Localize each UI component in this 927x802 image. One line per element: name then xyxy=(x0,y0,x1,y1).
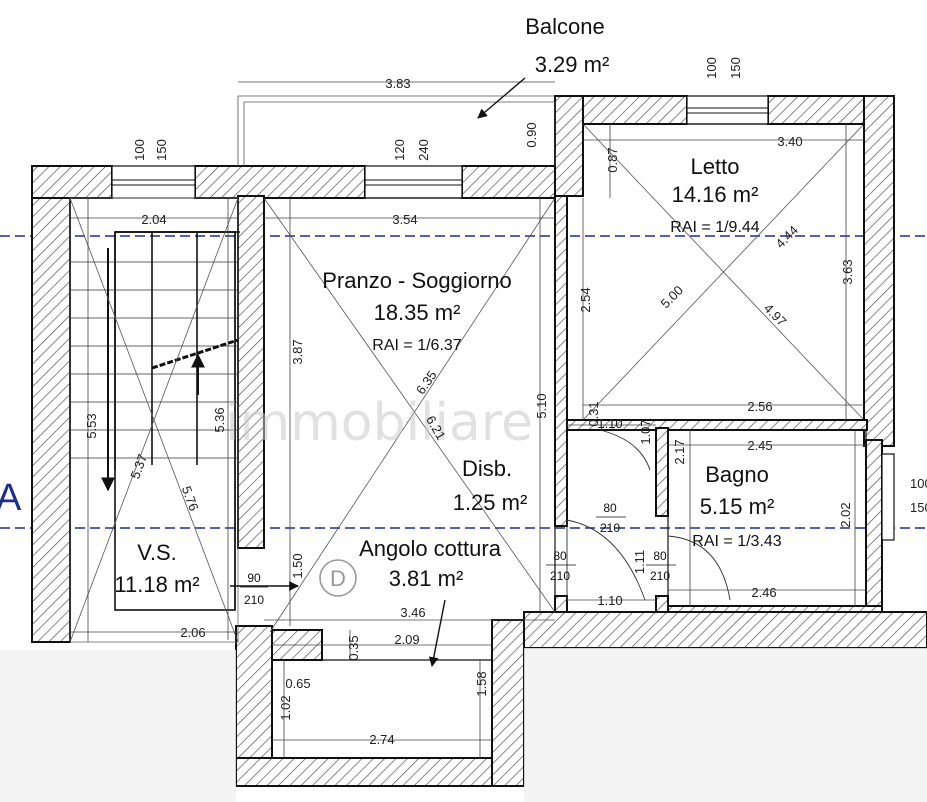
balcone-arrow xyxy=(477,77,526,119)
w3-top: 100 xyxy=(704,57,719,79)
w1-top: 100 xyxy=(132,139,147,161)
bagno-name: Bagno xyxy=(705,462,769,487)
windows xyxy=(111,95,895,541)
dim-110a: 1.10 xyxy=(597,416,622,431)
dim-383: 3.83 xyxy=(385,76,410,91)
dim-536: 5.36 xyxy=(212,407,227,432)
bagno-rai: RAI = 1/3.43 xyxy=(692,533,781,550)
letto-rai: RAI = 1/9.44 xyxy=(670,219,759,236)
bagno-area: 5.15 m² xyxy=(700,494,775,519)
door3-width: 80 xyxy=(653,549,667,563)
dim-537: 5.37 xyxy=(127,452,150,481)
axis-letter: A xyxy=(0,477,22,519)
dim-107: 1.07 xyxy=(638,419,653,444)
dim-553: 5.53 xyxy=(84,413,99,438)
door1-width: 80 xyxy=(603,501,617,515)
dim-510: 5.10 xyxy=(534,393,549,418)
dim-274: 2.74 xyxy=(369,732,394,747)
cottura-area: 3.81 m² xyxy=(389,566,464,591)
w2-bot: 240 xyxy=(416,139,431,161)
dim-254: 2.54 xyxy=(578,287,593,312)
dim-202: 2.02 xyxy=(838,502,853,527)
door4-width: 90 xyxy=(247,571,261,585)
dim-576: 5.76 xyxy=(179,484,202,513)
dim-256: 2.56 xyxy=(747,399,772,414)
w4-bot: 150 xyxy=(910,500,927,515)
watermark: immobiliare xyxy=(225,393,533,453)
vs-name: V.S. xyxy=(137,540,177,565)
door-labels: 80 210 80 210 80 210 90 210 xyxy=(240,501,676,607)
dim-206: 2.06 xyxy=(180,625,205,640)
dim-340: 3.40 xyxy=(777,134,802,149)
dim-497: 4.97 xyxy=(761,301,790,330)
dim-158: 1.58 xyxy=(474,671,489,696)
dim-387: 3.87 xyxy=(290,339,305,364)
dim-102: 1.02 xyxy=(278,695,293,720)
w3-bot: 150 xyxy=(728,57,743,79)
pranzo-name: Pranzo - Soggiorno xyxy=(322,268,512,293)
door2-height: 210 xyxy=(550,569,570,583)
disb-area: 1.25 m² xyxy=(453,490,528,515)
dim-035: 0.35 xyxy=(346,635,361,660)
disb-name: Disb. xyxy=(462,456,512,481)
dim-346: 3.46 xyxy=(400,605,425,620)
w4-top: 100 xyxy=(910,476,927,491)
letto-area: 14.16 m² xyxy=(672,182,759,207)
dim-110b: 1.10 xyxy=(597,593,622,608)
dimension-labels: 3.83 0.90 3.40 0.87 2.04 3.54 2.54 5.00 … xyxy=(84,76,855,747)
door1-height: 210 xyxy=(600,521,620,535)
w1-bot: 150 xyxy=(154,139,169,161)
section-marker-label: D xyxy=(330,566,346,591)
balcony-outline xyxy=(237,95,555,166)
window-labels: 100 150 120 240 100 150 100 150 xyxy=(132,57,927,515)
door4-height: 210 xyxy=(244,593,264,607)
dim-354: 3.54 xyxy=(392,212,417,227)
dim-246: 2.46 xyxy=(751,585,776,600)
door3-height: 210 xyxy=(650,569,670,583)
room-diagonals xyxy=(263,123,865,633)
w2-top: 120 xyxy=(392,139,407,161)
dim-245: 2.45 xyxy=(747,438,772,453)
walls xyxy=(31,95,927,787)
cottura-arrow xyxy=(428,599,446,667)
balcone-area: 3.29 m² xyxy=(535,52,610,77)
room-outlines xyxy=(264,123,867,759)
pranzo-rai: RAI = 1/6.37 xyxy=(372,337,461,354)
dim-065: 0.65 xyxy=(285,676,310,691)
dim-209: 2.09 xyxy=(394,632,419,647)
cottura-name: Angolo cottura xyxy=(359,536,502,561)
dim-111: 1.11 xyxy=(632,550,647,574)
letto-name: Letto xyxy=(691,154,740,179)
door-swings xyxy=(566,429,731,601)
dim-090: 0.90 xyxy=(524,122,539,147)
balcone-name: Balcone xyxy=(525,14,605,39)
dim-204: 2.04 xyxy=(141,212,166,227)
dim-087: 0.87 xyxy=(605,147,620,172)
dim-150: 1.50 xyxy=(290,553,305,578)
dim-031: 0.31 xyxy=(586,401,601,426)
stairs xyxy=(69,197,240,643)
dim-217: 2.17 xyxy=(672,439,687,464)
dim-444: 4.44 xyxy=(773,223,802,252)
dimension-lines xyxy=(70,81,866,758)
dim-363: 3.63 xyxy=(840,259,855,284)
dim-500: 5.00 xyxy=(658,283,687,312)
vs-area: 11.18 m² xyxy=(114,572,199,597)
door2-width: 80 xyxy=(553,549,567,563)
section-marker-circle xyxy=(319,559,357,597)
pranzo-area: 18.35 m² xyxy=(374,300,461,325)
